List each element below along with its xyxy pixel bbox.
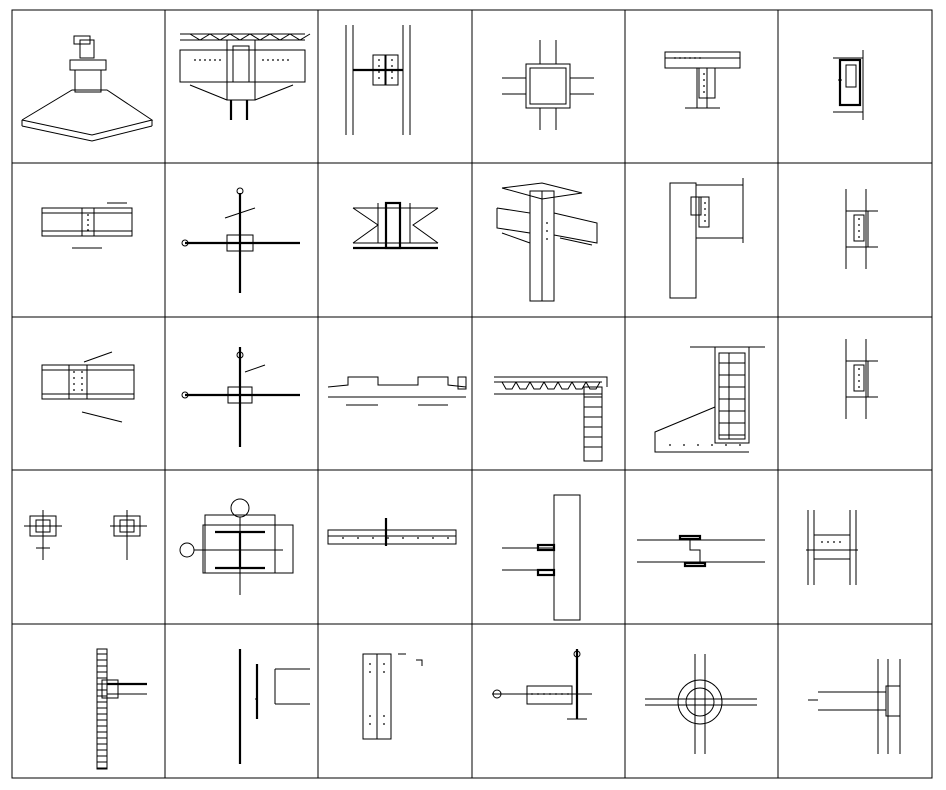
beam-column-gridline-icon: [492, 649, 592, 720]
haunched-beam-icon: [327, 376, 467, 406]
shear-tab-connection-icon: [833, 50, 864, 120]
shear-tab-connection-icon: [845, 189, 878, 269]
grid-lines: [11, 9, 933, 779]
column-splice-icon: [345, 25, 411, 135]
retaining-wall-section-icon: [654, 346, 765, 453]
detail-cells: [21, 25, 901, 770]
deck-edge-detail-icon: [494, 376, 608, 462]
shear-tab-connection-icon: [845, 339, 878, 419]
splice-plate-elevation-icon: [362, 653, 423, 740]
column-through-beam-icon: [806, 510, 858, 585]
column-beam-isometric-icon: [496, 182, 598, 302]
braced-column-icon: [352, 201, 439, 250]
column-moment-plan-icon: [179, 498, 294, 595]
beam-flange-splice-icon: [327, 518, 457, 546]
pipe-column-plan-icon: [645, 654, 757, 754]
bolted-tee-connection-icon: [664, 51, 741, 109]
base-plate-plan-icon: [24, 510, 147, 560]
column-stiffener-icon: [808, 659, 901, 754]
wall-ledger-icon: [96, 648, 147, 770]
beam-to-column-flange-icon: [669, 178, 744, 299]
column-bracket-icon: [238, 649, 310, 764]
gridline-beam-plan-icon: [181, 187, 300, 293]
beam-splice-plate-icon: [41, 351, 135, 423]
truss-beam-connection-icon: [179, 33, 311, 120]
beam-to-column-moment-icon: [502, 494, 581, 621]
column-base-isometric-icon: [21, 35, 154, 142]
box-column-four-way-icon: [502, 40, 594, 130]
beam-splice-icon: [41, 202, 133, 249]
gridline-beam-plan-icon: [181, 347, 300, 447]
stepped-beam-splice-icon: [637, 534, 765, 568]
